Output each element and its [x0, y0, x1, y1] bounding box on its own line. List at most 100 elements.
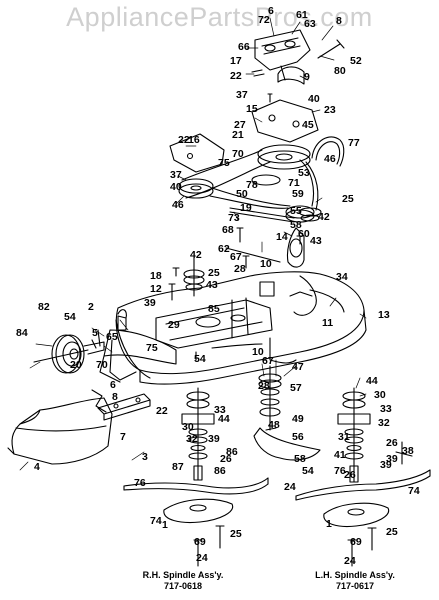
part-number-label: 63	[304, 18, 316, 30]
part-number-label: 11	[322, 317, 333, 329]
part-number-label: 54	[302, 465, 314, 477]
part-number-label: 6	[110, 379, 116, 391]
part-number-label: 70	[232, 148, 244, 160]
part-number-label: 74	[408, 485, 420, 497]
hinge-bracket	[97, 393, 151, 421]
part-number-label: 32	[186, 433, 198, 445]
part-number-label: 70	[96, 359, 108, 371]
part-number-label: 20	[70, 359, 82, 371]
part-number-label: 33	[380, 403, 392, 415]
part-number-label: 14	[276, 231, 288, 243]
part-number-label: 55	[290, 205, 302, 217]
part-number-label: 48	[268, 419, 280, 431]
part-number-label: 75	[146, 342, 158, 354]
part-number-label: 67	[230, 251, 242, 263]
part-number-label: 33	[214, 404, 226, 416]
rh-caption-part-number: 717-0618	[163, 581, 203, 591]
part-number-label: 62	[218, 243, 230, 255]
part-number-label: 67	[262, 355, 274, 367]
part-number-label: 42	[190, 249, 202, 261]
part-number-label: 18	[150, 270, 162, 282]
part-number-label: 86	[214, 465, 226, 477]
part-number-label: 21	[232, 129, 244, 141]
discharge-deflector	[7, 389, 113, 465]
watermark: AppliancePartsPros.com	[66, 2, 373, 32]
part-number-label: 72	[258, 14, 270, 26]
mid-hardware	[225, 207, 305, 269]
part-number-label: 28	[234, 263, 246, 275]
part-number-label: 34	[336, 271, 348, 283]
part-number-label: 26	[344, 469, 356, 481]
part-number-label: 66	[238, 41, 250, 53]
part-number-label: 31	[338, 431, 350, 443]
part-number-label: 17	[230, 55, 242, 67]
part-number-label: 1	[162, 519, 168, 531]
part-number-label: 44	[366, 375, 378, 387]
rh-caption-title: R.H. Spindle Ass'y.	[142, 570, 224, 580]
part-number-label: 38	[402, 445, 414, 457]
part-number-label: 16	[188, 134, 200, 146]
part-number-label: 74	[150, 515, 162, 527]
belt-guide-plate	[169, 133, 225, 173]
part-number-label: 82	[38, 301, 50, 313]
part-number-label: 69	[194, 536, 206, 548]
part-number-label: 56	[292, 431, 304, 443]
part-number-label: 13	[378, 309, 390, 321]
part-number-label: 32	[378, 417, 390, 429]
part-number-label: 73	[228, 212, 240, 224]
part-number-label: 37	[170, 169, 182, 181]
lh-caption-part-number: 717-0617	[335, 581, 375, 591]
part-number-label: 15	[246, 103, 258, 115]
part-number-label: 22	[156, 405, 168, 417]
part-number-label: 71	[288, 177, 300, 189]
part-number-label: 61	[296, 9, 308, 21]
part-number-label: 39	[208, 433, 220, 445]
part-number-label: 39	[380, 459, 392, 471]
part-number-label: 54	[64, 311, 76, 323]
part-number-label: 19	[240, 202, 252, 214]
part-number-label: 24	[284, 481, 296, 493]
part-number-label: 29	[168, 319, 180, 331]
part-number-label: 25	[342, 193, 354, 205]
part-number-label: 10	[260, 258, 272, 270]
part-number-label: 39	[386, 453, 398, 465]
part-number-label: 7	[120, 431, 126, 443]
part-number-label: 40	[170, 181, 182, 193]
idler-bracket-assembly	[251, 29, 345, 85]
part-number-label: 8	[336, 15, 342, 27]
part-number-label: 52	[350, 55, 362, 67]
part-number-label: 2	[88, 301, 94, 313]
part-number-label: 44	[218, 413, 230, 425]
part-number-label: 42	[318, 211, 330, 223]
part-number-label: 80	[334, 65, 346, 77]
rh-spindle-assembly	[123, 387, 269, 567]
part-number-label: 12	[150, 283, 162, 295]
lh-spindle-caption: L.H. Spindle Ass'y. 717-0617	[290, 570, 420, 592]
part-number-label: 87	[172, 461, 184, 473]
part-number-label: 27	[234, 119, 246, 131]
idler-plate	[251, 93, 319, 143]
part-number-label: 78	[246, 179, 258, 191]
part-number-label: 30	[374, 389, 386, 401]
part-number-label: 9	[304, 71, 310, 83]
part-number-label: 46	[172, 199, 184, 211]
part-number-label: 85	[208, 303, 220, 315]
part-number-label: 43	[206, 279, 218, 291]
part-number-label: 60	[298, 228, 310, 240]
part-number-label: 39	[144, 297, 156, 309]
leader-lines	[19, 17, 367, 471]
part-number-label: 41	[334, 449, 346, 461]
part-number-label: 84	[16, 327, 28, 339]
part-number-label: 43	[310, 235, 322, 247]
part-number-label: 58	[294, 453, 306, 465]
part-number-label: 22	[230, 70, 242, 82]
part-number-label: 25	[230, 528, 242, 540]
part-number-label: 23	[324, 104, 336, 116]
rh-spindle-caption: R.H. Spindle Ass'y. 717-0618	[118, 570, 248, 592]
part-number-label: 40	[308, 93, 320, 105]
part-number-label: 68	[222, 224, 234, 236]
part-number-label: 57	[290, 382, 302, 394]
part-number-label: 47	[292, 361, 304, 373]
part-number-label: 4	[34, 461, 40, 473]
